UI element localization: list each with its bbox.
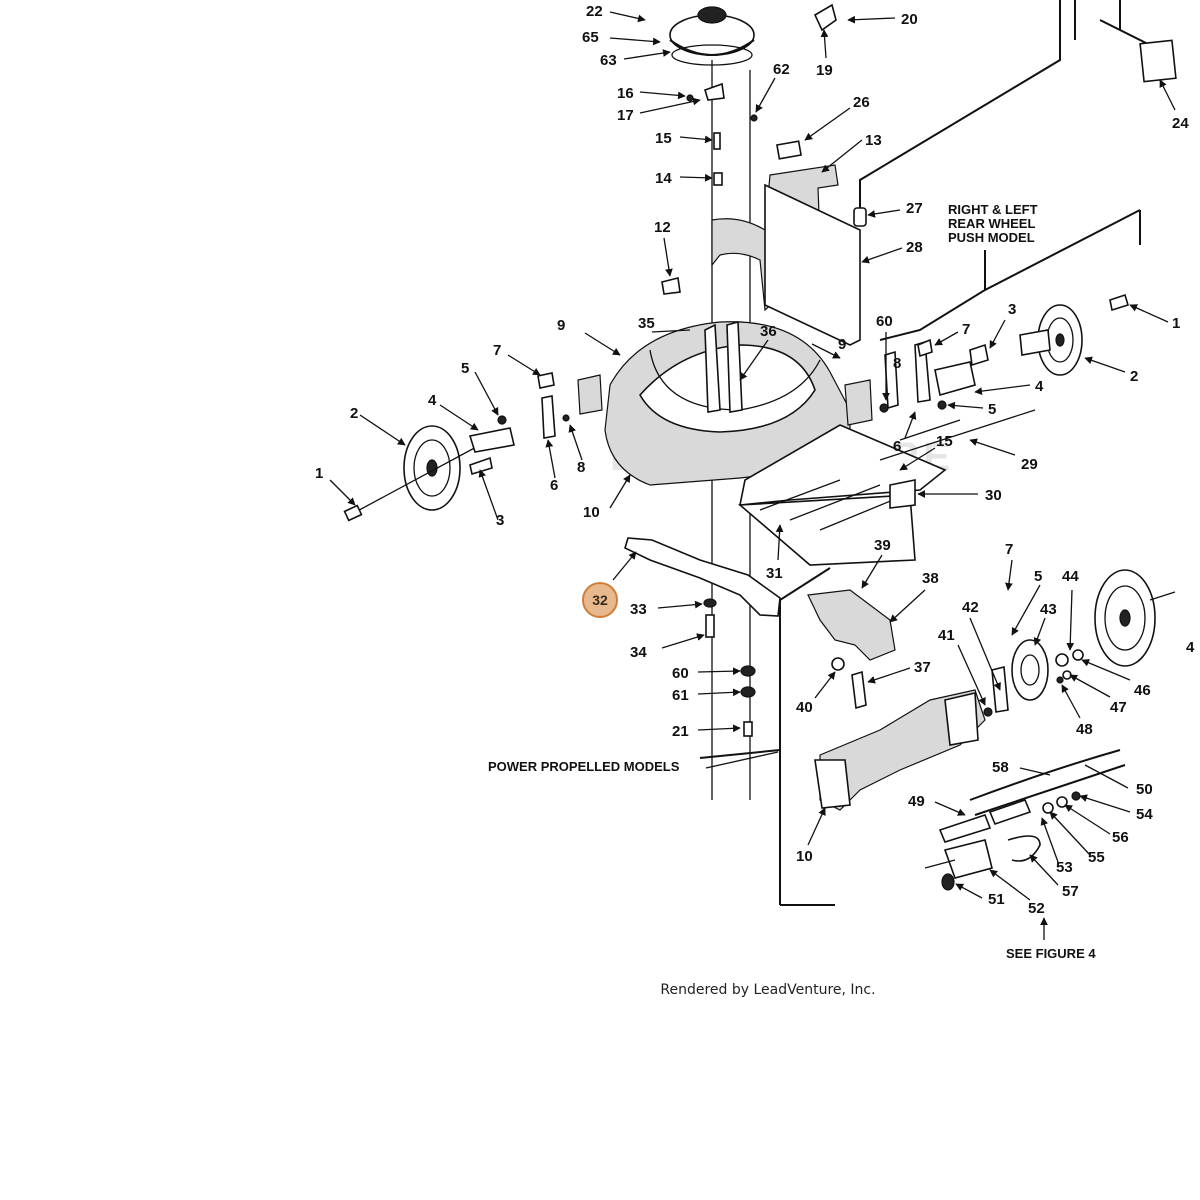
part-label: 26 bbox=[853, 94, 870, 111]
part-label: 7 bbox=[1005, 541, 1013, 558]
part-label: 8 bbox=[577, 459, 585, 476]
part-label: 36 bbox=[760, 323, 777, 340]
part-label: 50 bbox=[1136, 781, 1153, 798]
part-label: 28 bbox=[906, 239, 923, 256]
footer: Rendered by LeadVenture, Inc. bbox=[0, 982, 1200, 998]
hotspot-part-32[interactable]: 32 bbox=[582, 582, 618, 618]
left-rear-wheel bbox=[343, 372, 570, 522]
decal-plate bbox=[1139, 39, 1177, 83]
part-label: 39 bbox=[874, 537, 891, 554]
part-label: 53 bbox=[1056, 859, 1073, 876]
part-label: 29 bbox=[1021, 456, 1038, 473]
part-label: 3 bbox=[1008, 301, 1016, 318]
caption-see-figure: SEE FIGURE 4 bbox=[1006, 946, 1096, 961]
leader-lines bbox=[329, 11, 1176, 940]
part-label: 27 bbox=[906, 200, 923, 217]
part-label: 33 bbox=[630, 601, 647, 618]
part-label: 49 bbox=[908, 793, 925, 810]
shield-plate bbox=[764, 183, 861, 346]
part-label: 31 bbox=[766, 565, 783, 582]
gear-cover bbox=[807, 589, 896, 661]
part-label: 47 bbox=[1110, 699, 1127, 716]
part-label: 43 bbox=[1040, 601, 1057, 618]
part-label: 5 bbox=[988, 401, 996, 418]
part-label: 10 bbox=[796, 848, 813, 865]
part-label: 34 bbox=[630, 644, 647, 661]
mower-deck bbox=[577, 320, 873, 486]
blade-bar bbox=[624, 537, 781, 617]
part-label: 2 bbox=[350, 405, 358, 422]
part-label: 61 bbox=[672, 687, 689, 704]
part-label: 4 bbox=[1035, 378, 1044, 395]
part-label: 15 bbox=[936, 433, 953, 450]
part-label: 6 bbox=[893, 438, 901, 455]
part-label: 4 bbox=[428, 392, 437, 409]
part-label: 5 bbox=[461, 360, 469, 377]
part-label: 35 bbox=[638, 315, 655, 332]
part-label: 56 bbox=[1112, 829, 1129, 846]
part-label: 63 bbox=[600, 52, 617, 69]
part-label: 12 bbox=[654, 219, 671, 236]
hotspot-marker[interactable] bbox=[582, 582, 618, 618]
part-label: 65 bbox=[582, 29, 599, 46]
part-label: 16 bbox=[617, 85, 634, 102]
part-label: 48 bbox=[1076, 721, 1093, 738]
part-label: 9 bbox=[557, 317, 565, 334]
part-label: 22 bbox=[586, 3, 603, 20]
part-label: 24 bbox=[1172, 115, 1189, 132]
part-label: 44 bbox=[1062, 568, 1079, 585]
part-label: 14 bbox=[655, 170, 672, 187]
rear-shield bbox=[737, 494, 916, 566]
part-label: 6 bbox=[550, 477, 558, 494]
part-label: 3 bbox=[496, 512, 504, 529]
clip-19 bbox=[813, 3, 837, 32]
part-label: 9 bbox=[838, 336, 846, 353]
footer-credit: Rendered by LeadVenture, Inc. bbox=[660, 982, 876, 998]
part-label: 1 bbox=[1172, 315, 1180, 332]
part-label: 7 bbox=[962, 321, 970, 338]
part-label: 30 bbox=[985, 487, 1002, 504]
part-label: 54 bbox=[1136, 806, 1153, 823]
caption-rear-wheel-line2: REAR WHEEL bbox=[948, 216, 1035, 231]
part-label: 42 bbox=[962, 599, 979, 616]
part-label: 2 bbox=[1130, 368, 1138, 385]
caption-rear-wheel-line3: PUSH MODEL bbox=[948, 230, 1035, 245]
part-label: 8 bbox=[893, 355, 901, 372]
part-label: 38 bbox=[922, 570, 939, 587]
part-label: 1 bbox=[315, 465, 323, 482]
part-label: 60 bbox=[672, 665, 689, 682]
part-label: 21 bbox=[672, 723, 689, 740]
pulley bbox=[669, 6, 755, 66]
caption-rear-wheel-line1: RIGHT & LEFT bbox=[948, 202, 1038, 217]
hotspot-label[interactable]: 32 bbox=[592, 592, 608, 608]
part-label: 41 bbox=[938, 627, 955, 644]
part-label: 40 bbox=[796, 699, 813, 716]
right-rear-wheel bbox=[879, 293, 1129, 413]
part-label: 4 bbox=[1186, 639, 1195, 656]
part-label: 62 bbox=[773, 61, 790, 78]
part-label: 60 bbox=[876, 313, 893, 330]
part-label: 58 bbox=[992, 759, 1009, 776]
part-label: 7 bbox=[493, 342, 501, 359]
part-label: 10 bbox=[583, 504, 600, 521]
caption-power-propelled: POWER PROPELLED MODELS bbox=[488, 759, 680, 774]
part-label: 13 bbox=[865, 132, 882, 149]
part-label: 19 bbox=[816, 62, 833, 79]
part-label: 46 bbox=[1134, 682, 1151, 699]
captions: RIGHT & LEFT REAR WHEEL PUSH MODEL POWER… bbox=[488, 202, 1096, 961]
handle-assembly bbox=[859, 0, 1177, 220]
part-labels: 22 65 63 16 17 15 14 62 26 13 19 20 24 2… bbox=[315, 3, 1195, 917]
part-label: 20 bbox=[901, 11, 918, 28]
part-label: 15 bbox=[655, 130, 672, 147]
part-label: 37 bbox=[914, 659, 931, 676]
part-label: 51 bbox=[988, 891, 1005, 908]
part-label: 57 bbox=[1062, 883, 1079, 900]
part-label: 17 bbox=[617, 107, 634, 124]
part-label: 5 bbox=[1034, 568, 1042, 585]
part-label: 55 bbox=[1088, 849, 1105, 866]
part-label: 52 bbox=[1028, 900, 1045, 917]
